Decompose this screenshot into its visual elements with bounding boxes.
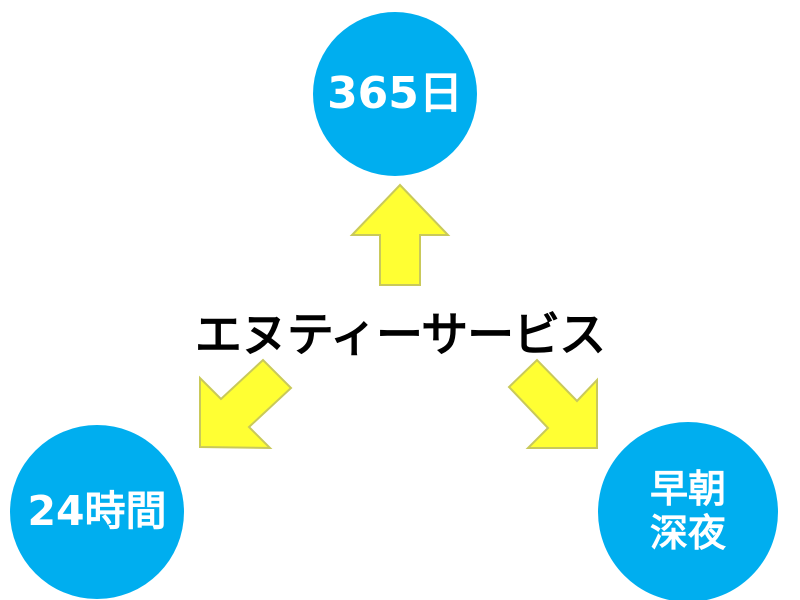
node-early-morning-late-night: 早朝 深夜: [598, 422, 778, 600]
node-365-days-label: 365日: [327, 67, 463, 119]
node-365-days: 365日: [313, 12, 477, 176]
arrow-up: [349, 183, 451, 286]
node-24-hours: 24時間: [10, 425, 184, 599]
node-right-line1: 早朝: [649, 467, 726, 512]
node-24-hours-label: 24時間: [27, 487, 167, 536]
company-name: エヌティーサービス: [194, 308, 606, 363]
arrow-down-right: [507, 358, 598, 449]
arrow-down-left: [199, 358, 293, 450]
node-right-line2: 深夜: [649, 511, 726, 555]
